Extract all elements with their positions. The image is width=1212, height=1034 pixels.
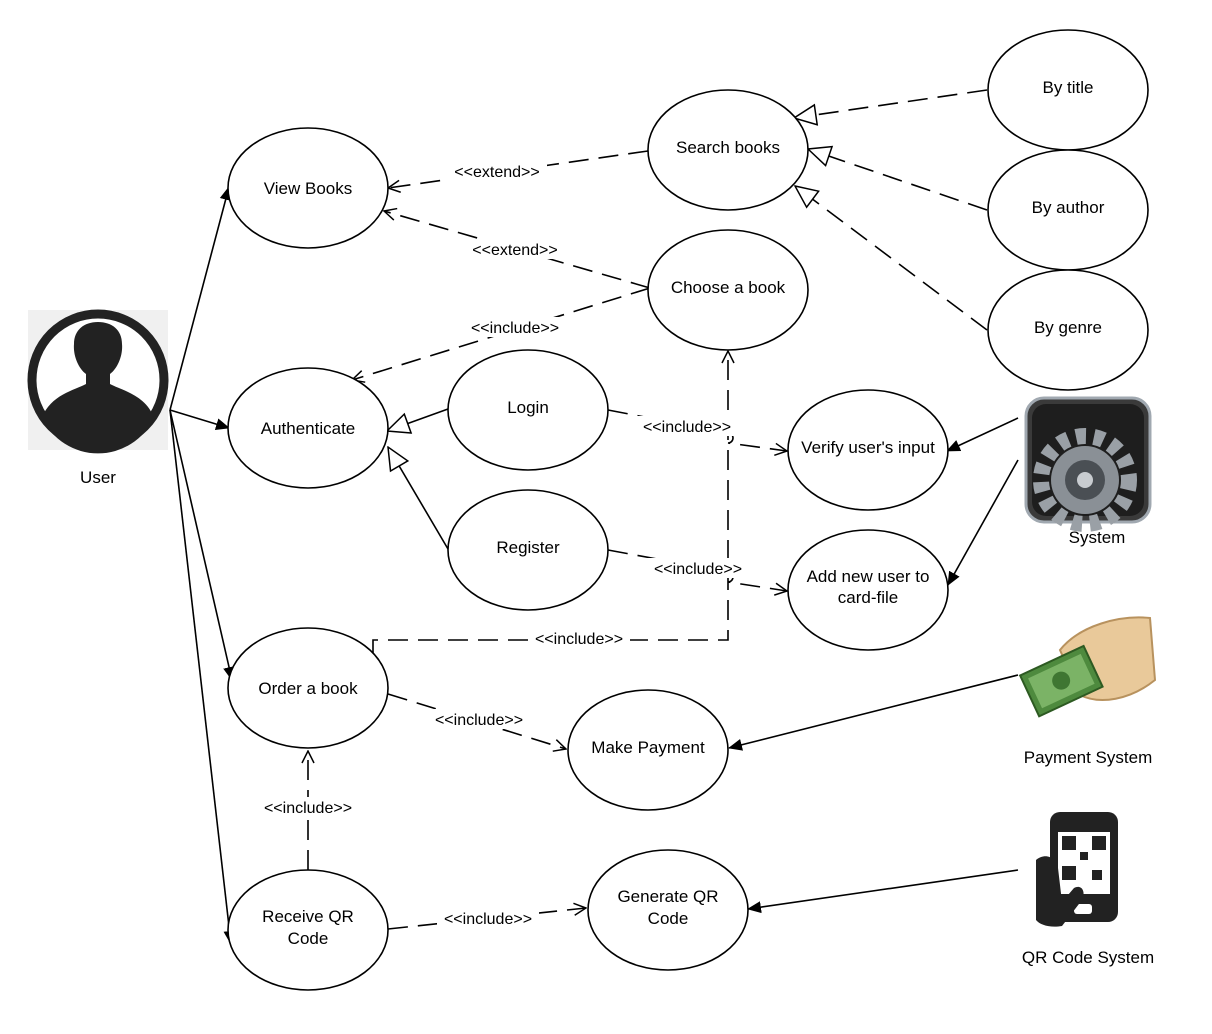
use-case-by-title[interactable]: By title — [987, 29, 1149, 151]
assoc-payment-make-payment — [728, 674, 1019, 751]
money-hand-icon — [1018, 616, 1157, 718]
assoc-user-receive-qr — [169, 409, 236, 945]
use-case-label: Search books — [676, 138, 780, 157]
gen-login-authenticate — [387, 408, 449, 431]
actor-user: User — [27, 309, 169, 487]
use-case-label: By genre — [1034, 318, 1102, 337]
actor-label-payment: Payment System — [1024, 748, 1153, 767]
label-include-order-choose: <<include>> — [535, 631, 623, 648]
gen-title-search — [794, 89, 988, 118]
gear-icon — [1024, 396, 1152, 532]
use-case-add-user[interactable]: Add new user to card-file — [787, 529, 949, 651]
use-case-label: Login — [507, 398, 549, 417]
use-case-generate-qr[interactable]: Generate QR Code — [587, 849, 749, 971]
label-include-register: <<include>> — [654, 561, 742, 578]
use-case-verify-input[interactable]: Verify user's input — [787, 389, 949, 511]
assoc-user-order-book — [169, 409, 235, 681]
assoc-qr-generate — [747, 869, 1019, 914]
gen-author-search — [808, 149, 988, 211]
gen-genre-search — [795, 186, 988, 331]
use-case-search-books[interactable]: Search books — [647, 89, 809, 211]
use-case-by-genre[interactable]: By genre — [987, 269, 1149, 391]
use-case-label-line1: Generate QR — [617, 887, 718, 906]
use-case-login[interactable]: Login — [447, 349, 609, 471]
actor-system: System — [1024, 396, 1152, 547]
use-case-label-line2: card-file — [838, 588, 898, 607]
label-extend-choose: <<extend>> — [472, 242, 557, 259]
label-include-choose-auth: <<include>> — [471, 320, 559, 337]
use-case-label: By author — [1032, 198, 1105, 217]
actor-payment-system: Payment System — [1018, 616, 1157, 767]
use-case-label-line1: Add new user to — [807, 567, 930, 586]
use-case-label-line1: Receive QR — [262, 907, 354, 926]
label-extend-search: <<extend>> — [454, 164, 539, 181]
actor-label-user: User — [80, 468, 116, 487]
assoc-user-view-books — [169, 186, 232, 411]
use-case-label: Register — [496, 538, 560, 557]
use-case-label-line2: Code — [648, 909, 689, 928]
use-case-by-author[interactable]: By author — [987, 149, 1149, 271]
label-include-receive-order: <<include>> — [264, 800, 352, 817]
use-case-label: Make Payment — [591, 738, 705, 757]
use-case-label: Choose a book — [671, 278, 786, 297]
use-case-label: Verify user's input — [801, 438, 935, 457]
use-case-choose-book[interactable]: Choose a book — [647, 229, 809, 351]
user-silhouette-icon — [27, 309, 169, 454]
use-case-label: View Books — [264, 179, 353, 198]
use-case-order-book[interactable]: Order a book — [227, 627, 389, 749]
use-case-receive-qr[interactable]: Receive QR Code — [227, 869, 389, 991]
gen-register-authenticate — [388, 447, 449, 550]
use-case-label-line2: Code — [288, 929, 329, 948]
actor-label-system: System — [1069, 528, 1126, 547]
label-include-order-payment: <<include>> — [435, 712, 523, 729]
use-case-authenticate[interactable]: Authenticate — [227, 367, 389, 489]
actor-qr-system: QR Code System — [1022, 812, 1154, 967]
assoc-system-add-user — [947, 459, 1019, 586]
use-case-register[interactable]: Register — [447, 489, 609, 611]
assoc-user-authenticate — [169, 409, 230, 430]
relation-labels: <<extend>> <<extend>> <<include>> <<incl… — [257, 161, 749, 928]
qr-phone-icon — [1036, 812, 1118, 927]
assoc-system-verify — [946, 417, 1019, 452]
actor-label-qr: QR Code System — [1022, 948, 1154, 967]
use-case-label: Authenticate — [261, 419, 356, 438]
use-case-view-books[interactable]: View Books — [227, 127, 389, 249]
use-cases: View Books Authenticate Order a book Rec… — [227, 29, 1149, 991]
label-include-login: <<include>> — [643, 419, 731, 436]
use-case-make-payment[interactable]: Make Payment — [567, 689, 729, 811]
use-case-label: By title — [1042, 78, 1093, 97]
use-case-label: Order a book — [258, 679, 358, 698]
label-include-receive-generate: <<include>> — [444, 911, 532, 928]
